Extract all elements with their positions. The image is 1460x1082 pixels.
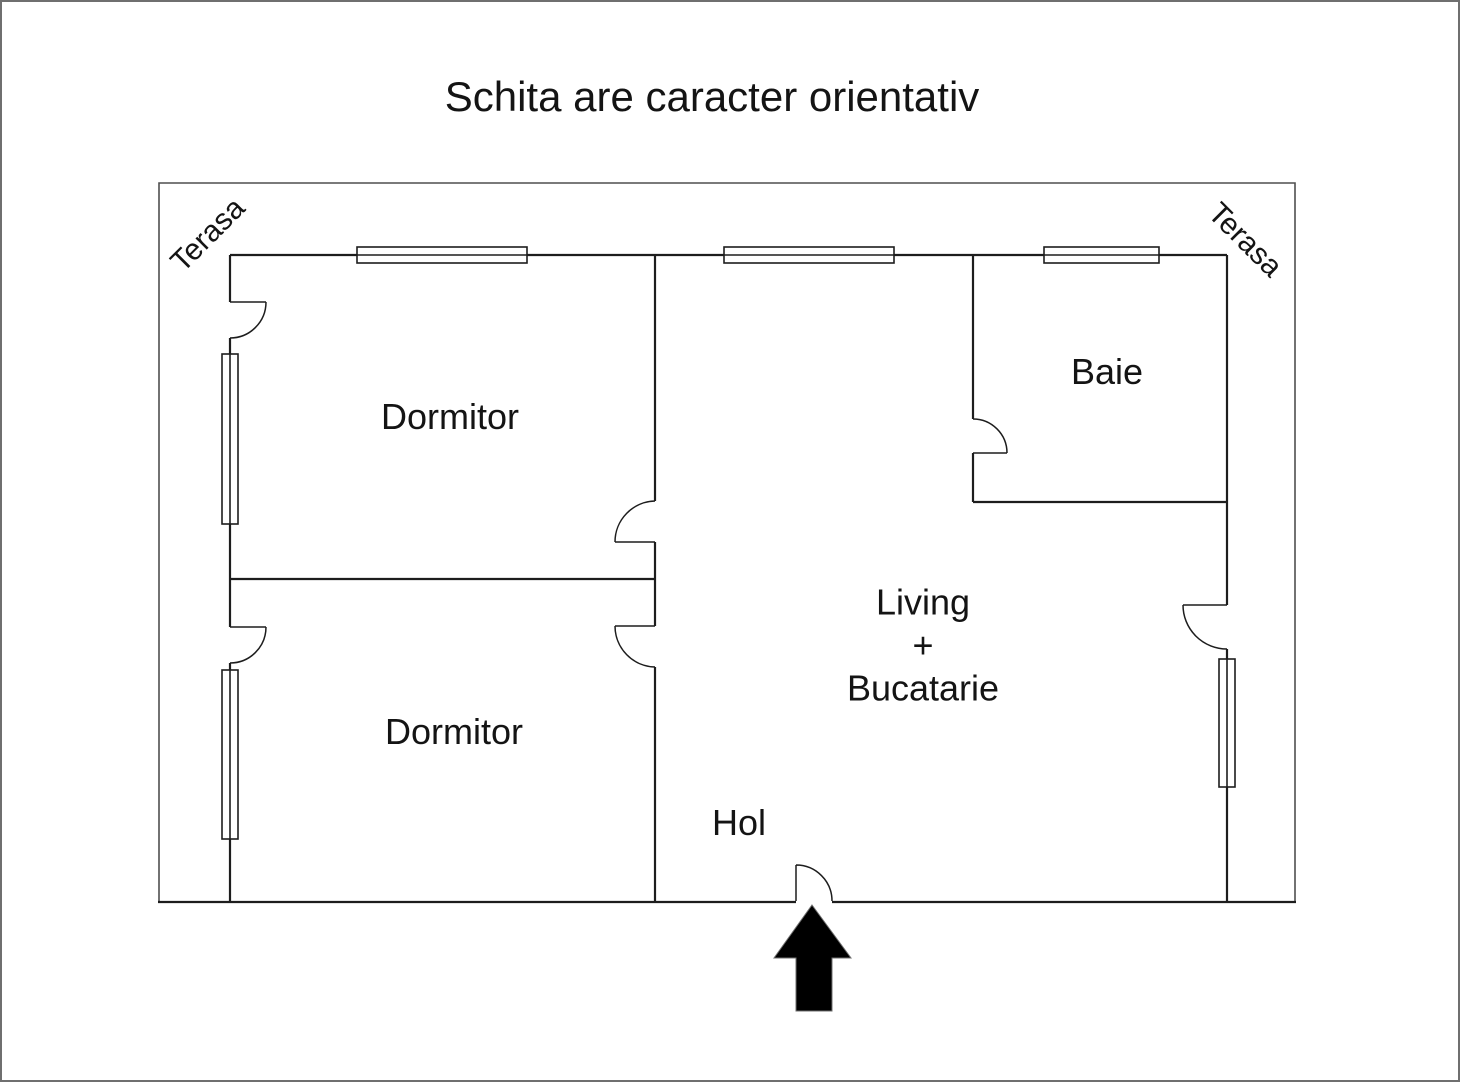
living-label-line2: +: [912, 624, 934, 666]
room-label-hol: Hol: [711, 802, 767, 844]
living-label-line3: Bucatarie: [846, 667, 1000, 709]
windows: [221, 246, 1236, 840]
window-top-living: [723, 246, 895, 264]
room-label-baie: Baie: [1070, 351, 1144, 393]
entrance-arrow-icon: [773, 904, 852, 1012]
door-dormitor-bottom-terasa: [229, 626, 267, 664]
door-living-terasa: [1182, 604, 1228, 650]
living-label-line1: Living: [875, 581, 971, 623]
window-top-baie: [1043, 246, 1160, 264]
door-dormitor-bottom-hall: [614, 625, 656, 668]
room-label-dormitor-bottom: Dormitor: [384, 711, 524, 753]
doors: [229, 301, 1228, 902]
door-dormitor-top-hall: [614, 500, 656, 543]
door-dormitor-top-terasa: [229, 301, 267, 339]
window-left-dormitor-top: [221, 353, 239, 525]
door-entrance: [795, 864, 833, 902]
plan-title: Schita are caracter orientativ: [444, 72, 980, 120]
window-top-dormitor: [356, 246, 528, 264]
window-left-dormitor-bottom: [221, 669, 239, 840]
plan-border: [158, 182, 1296, 902]
room-label-living-bucatarie: Living + Bucatarie: [847, 581, 999, 710]
room-label-dormitor-top: Dormitor: [380, 396, 520, 438]
window-right-living: [1218, 658, 1236, 788]
door-baie: [972, 418, 1008, 454]
